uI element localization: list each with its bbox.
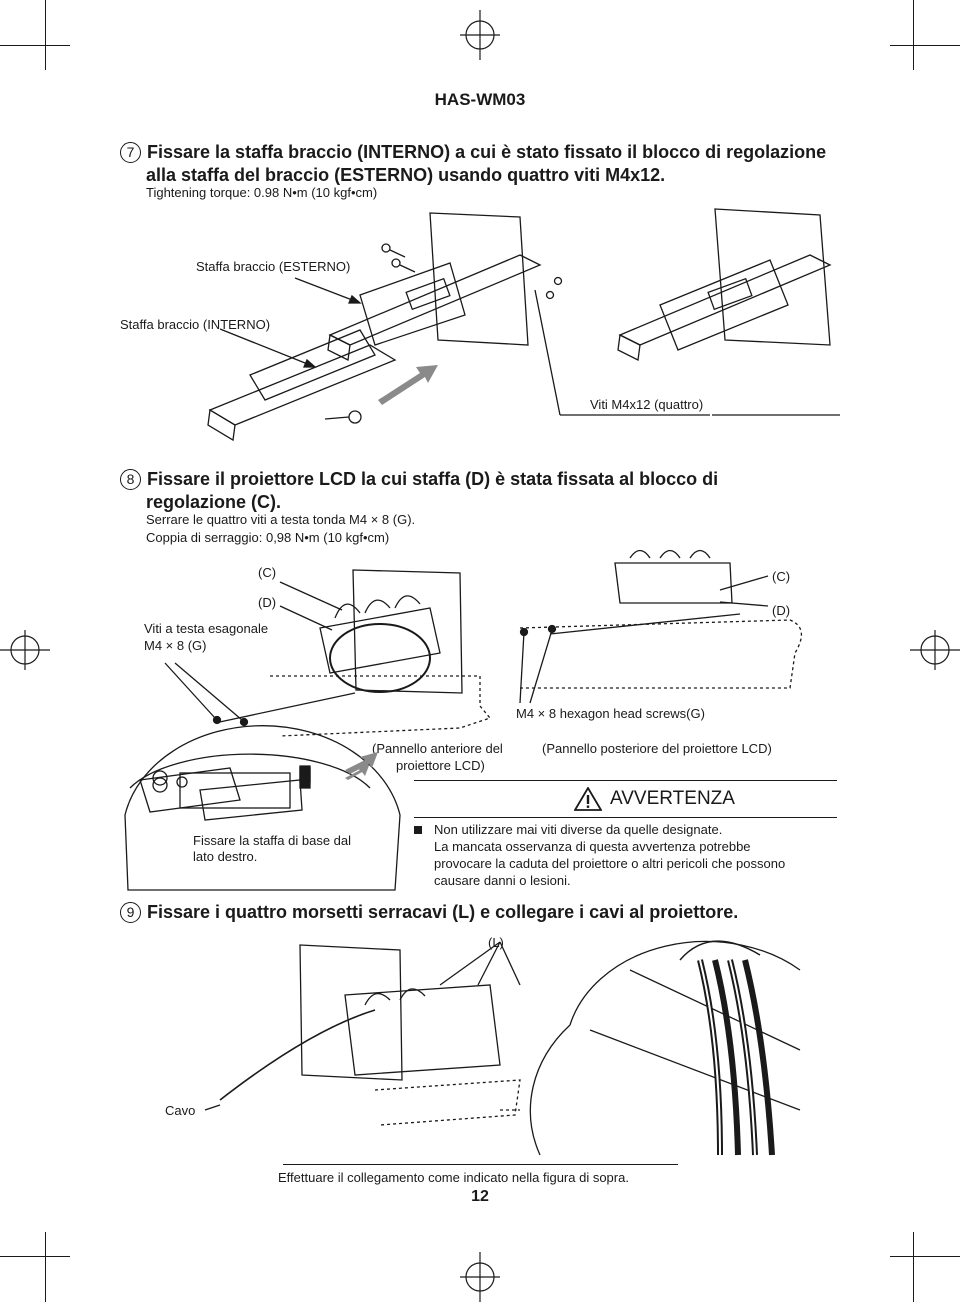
step-8-title: Fissare il proiettore LCD la cui staffa … [147, 469, 719, 489]
step-number-badge: 8 [120, 469, 141, 490]
step-number-badge: 9 [120, 902, 141, 923]
step-7-title: Fissare la staffa braccio (INTERNO) a cu… [147, 142, 827, 162]
footer-note: Effettuare il collegamento come indicato… [278, 1170, 629, 1185]
label-outer-bracket: Staffa braccio (ESTERNO) [196, 259, 351, 274]
step-7-heading: 7 Fissare la staffa braccio (INTERNO) a c… [120, 141, 850, 164]
label-front-panel-line2: proiettore LCD) [396, 758, 485, 773]
step-8-instruction: Serrare le quattro viti a testa tonda M4… [146, 512, 416, 527]
warning-line-1: Non utilizzare mai viti diverse da quell… [434, 822, 723, 837]
label-screws-left-line1: Viti a testa esagonale [144, 621, 269, 636]
label-l-clamps: (L) [488, 935, 504, 950]
crop-mark [913, 0, 915, 70]
page-number: 12 [471, 1188, 489, 1205]
label-inner-bracket: Staffa braccio (INTERNO) [120, 317, 271, 332]
warning-title: AVVERTENZA [610, 788, 735, 809]
crop-mark [890, 45, 960, 47]
warning-header: AVVERTENZA [414, 780, 837, 818]
registration-mark-icon [910, 630, 960, 670]
label-c-left: (C) [258, 565, 277, 580]
crop-mark [890, 1256, 960, 1258]
warning-line-3: provocare la caduta del proiettore o alt… [434, 856, 786, 871]
registration-mark-icon [0, 630, 50, 670]
detail-zoom-illustration [124, 725, 401, 891]
step-9-heading: 9 Fissare i quattro morsetti serracavi (L… [120, 901, 850, 924]
label-cable: Cavo [165, 1103, 196, 1118]
bullet-icon [414, 826, 422, 834]
crop-mark [913, 1232, 915, 1302]
step-number-badge: 7 [120, 142, 141, 163]
label-d-left: (D) [258, 595, 277, 610]
label-c-right: (C) [772, 569, 791, 584]
label-screws-left-line2: M4 × 8 (G) [144, 638, 207, 653]
crop-mark [0, 45, 70, 47]
crop-mark [45, 0, 47, 70]
footer-divider [283, 1164, 678, 1165]
detail-caption-line1: Fissare la staffa di base dal [193, 833, 352, 848]
warning-line-4: causare danni o lesioni. [434, 873, 571, 888]
label-d-right: (D) [772, 603, 791, 618]
warning-box: AVVERTENZA Non utilizzare mai viti diver… [414, 780, 837, 890]
step-7-title-line2: alla staffa del braccio (ESTERNO) usando… [146, 165, 666, 185]
label-rear-panel: (Pannello posteriore del proiettore LCD) [542, 741, 772, 756]
detail-caption-line2: lato destro. [193, 849, 258, 864]
step-8-torque: Coppia di serraggio: 0,98 N•m (10 kgf•cm… [146, 530, 390, 545]
crop-mark [0, 1256, 70, 1258]
step-7-torque: Tightening torque: 0.98 N•m (10 kgf•cm) [146, 185, 378, 200]
warning-triangle-icon [574, 787, 602, 811]
registration-mark-icon [460, 10, 500, 60]
label-screws-m4x12: Viti M4x12 (quattro) [590, 397, 704, 412]
model-number: HAS-WM03 [434, 90, 526, 109]
label-screws-right: M4 × 8 hexagon head screws(G) [516, 706, 705, 721]
step-8-illustration [129, 549, 802, 809]
registration-mark-icon [460, 1252, 500, 1302]
step-9-illustration [204, 940, 801, 1156]
step-9-title: Fissare i quattro morsetti serracavi (L)… [147, 902, 739, 922]
label-front-panel-line1: (Pannello anteriore del [372, 741, 503, 756]
step-8-heading: 8 Fissare il proiettore LCD la cui staffa… [120, 468, 850, 491]
step-8-title-line2: regolazione (C). [146, 492, 282, 512]
crop-mark [45, 1232, 47, 1302]
warning-line-2: La mancata osservanza di questa avverten… [434, 839, 751, 854]
step-7-illustration [207, 208, 840, 442]
